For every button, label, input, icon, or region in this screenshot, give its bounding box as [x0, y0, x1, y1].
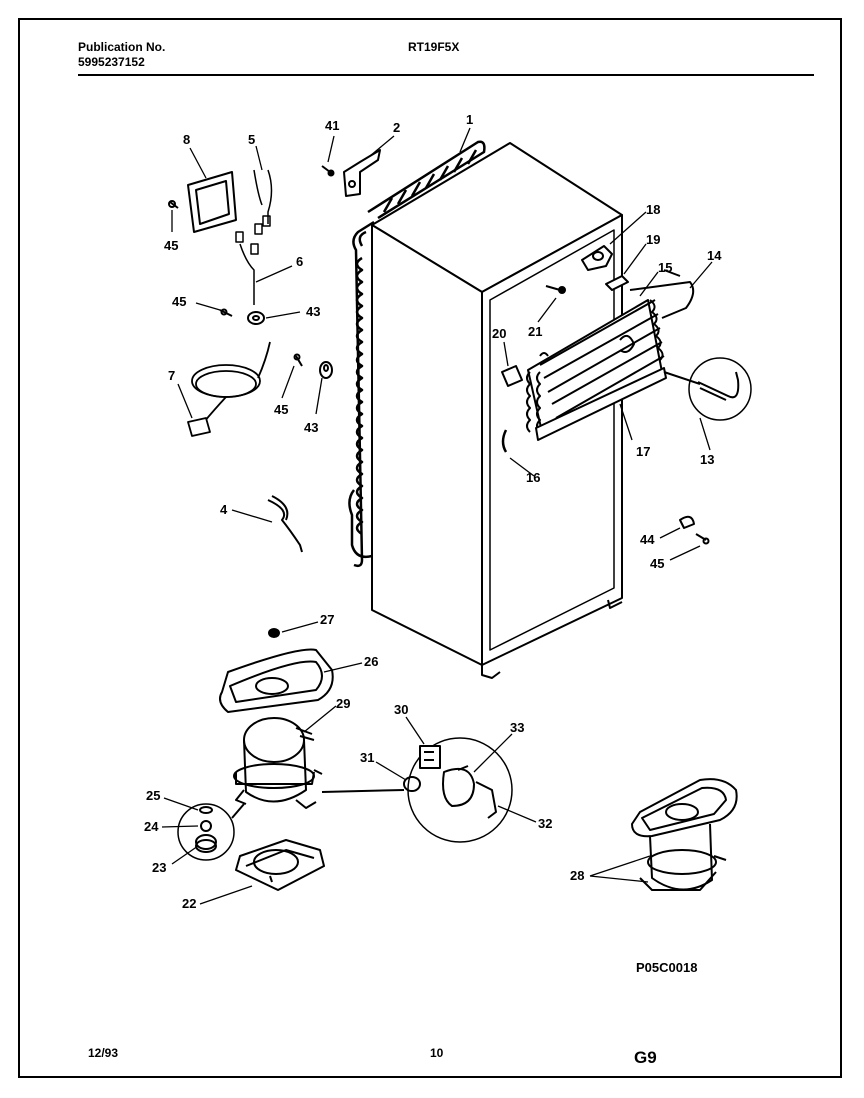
callout-15: 15: [658, 260, 672, 275]
compressor-29: [233, 717, 405, 809]
callout-14: 14: [707, 248, 722, 263]
callout-30: 30: [394, 702, 408, 717]
publication-number: 5995237152: [78, 55, 145, 69]
publication-label: Publication No.: [78, 40, 166, 54]
callout-43-a: 43: [306, 304, 320, 319]
screw-21: [545, 285, 566, 294]
condenser-coil: [348, 140, 486, 568]
callout-20: 20: [492, 326, 506, 341]
fastener-43-lower: [319, 361, 333, 379]
screw-45-d: [695, 533, 710, 545]
callout-22: 22: [182, 896, 196, 911]
callout-7: 7: [168, 368, 175, 383]
callout-41: 41: [325, 118, 339, 133]
callout-43-b: 43: [304, 420, 318, 435]
clip-19: [605, 275, 629, 291]
callout-19: 19: [646, 232, 660, 247]
bracket-18: [581, 245, 613, 271]
screw-45-c: [293, 353, 303, 367]
screw-45-b: [219, 308, 233, 317]
evaporator: [526, 269, 695, 441]
callout-24: 24: [144, 819, 159, 834]
clip-44: [679, 515, 695, 529]
page-number: 10: [430, 1046, 444, 1060]
detail-relay: [403, 737, 513, 843]
power-cord-7: [187, 341, 271, 437]
callout-25: 25: [146, 788, 160, 803]
header-rule: [78, 74, 814, 76]
callout-21: 21: [528, 324, 542, 339]
callout-2: 2: [393, 120, 400, 135]
callout-32: 32: [538, 816, 552, 831]
callout-31: 31: [360, 750, 374, 765]
callout-6: 6: [296, 254, 303, 269]
screw-45-a: [168, 200, 179, 209]
callout-45-b: 45: [172, 294, 186, 309]
callout-5: 5: [248, 132, 255, 147]
footer-date: 12/93: [88, 1046, 119, 1060]
wire-5: [235, 169, 273, 305]
page-border: [18, 18, 842, 1078]
callout-26: 26: [364, 654, 378, 669]
leader-lines: [161, 127, 713, 905]
block-20: [501, 365, 523, 387]
callout-16: 16: [526, 470, 540, 485]
callout-18: 18: [646, 202, 660, 217]
callout-27: 27: [320, 612, 334, 627]
compressor-assembly-28: [631, 778, 738, 891]
cover-8: [187, 171, 237, 233]
callout-1: 1: [466, 112, 473, 127]
screw-41: [321, 165, 335, 177]
callout-44: 44: [640, 532, 655, 547]
callout-45-a: 45: [164, 238, 178, 253]
callout-labels: 1 2 41 8 5 45 6 45 43 7 45 43 4 18 19 14…: [144, 112, 722, 911]
drain-pan-26: [219, 648, 334, 713]
callout-17: 17: [636, 444, 650, 459]
callout-33: 33: [510, 720, 524, 735]
part-16: [501, 429, 508, 453]
grommet-27: [268, 628, 280, 638]
detail-13: [663, 357, 752, 421]
callout-29: 29: [336, 696, 350, 711]
cabinet: [371, 142, 623, 679]
callout-45-d: 45: [650, 556, 664, 571]
figure-code: P05C0018: [636, 960, 698, 975]
tube-4: [267, 495, 303, 553]
callout-23: 23: [152, 860, 166, 875]
callout-45-c: 45: [274, 402, 288, 417]
model-number: RT19F5X: [408, 40, 460, 54]
mounting-bracket-22: [235, 839, 325, 891]
callout-28: 28: [570, 868, 584, 883]
detail-mount: [177, 803, 245, 861]
section-code: G9: [634, 1048, 657, 1067]
callout-4: 4: [220, 502, 228, 517]
callout-8: 8: [183, 132, 190, 147]
bracket-2: [343, 149, 381, 197]
fastener-43-upper: [247, 311, 265, 325]
callout-13: 13: [700, 452, 714, 467]
